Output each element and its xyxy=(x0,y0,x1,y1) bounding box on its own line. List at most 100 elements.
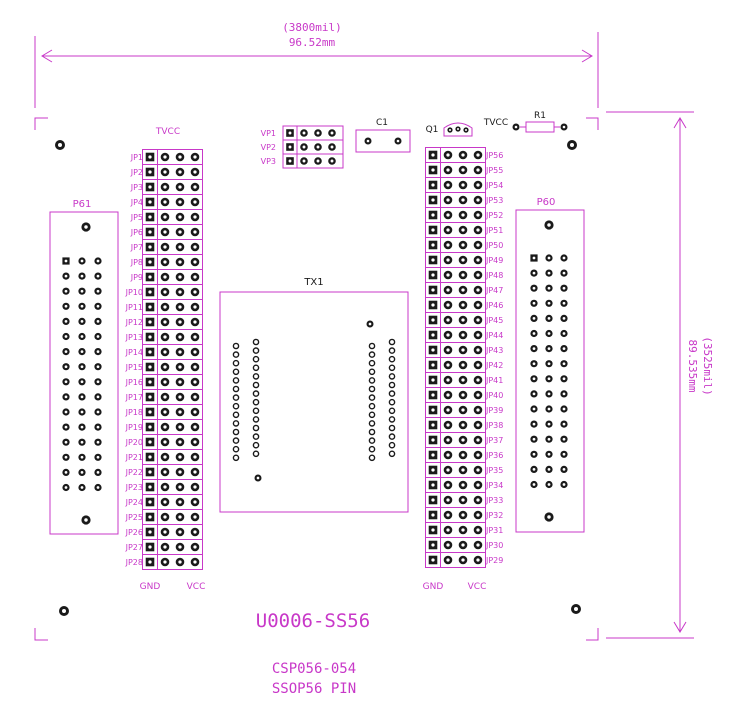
round-pad xyxy=(545,360,553,368)
round-pad xyxy=(473,480,483,490)
round-pad xyxy=(544,512,554,522)
round-pad xyxy=(81,515,91,525)
round-pad xyxy=(458,255,468,265)
jumper-label: VP1 xyxy=(261,129,276,138)
jumper-label: JP43 xyxy=(485,346,503,355)
round-pad xyxy=(94,272,102,280)
ssop-pad xyxy=(388,424,396,432)
round-pad xyxy=(473,255,483,265)
jumper-label: JP42 xyxy=(485,361,503,370)
round-pad xyxy=(530,345,538,353)
ssop-pad xyxy=(388,355,396,363)
round-pad xyxy=(530,420,538,428)
round-pad xyxy=(175,512,185,522)
ssop-pad xyxy=(232,411,240,419)
jumper-label: JP25 xyxy=(125,513,143,522)
right-jumper-header xyxy=(425,147,486,568)
round-pad xyxy=(190,557,200,567)
ssop-pad xyxy=(232,445,240,453)
round-pad xyxy=(190,467,200,477)
round-pad xyxy=(160,377,170,387)
ssop-pad xyxy=(388,347,396,354)
jumper-label: JP19 xyxy=(125,423,143,432)
jumper-label: JP52 xyxy=(485,211,503,220)
square-pad xyxy=(428,405,438,415)
round-pad xyxy=(473,330,483,340)
round-pad xyxy=(530,480,538,489)
round-pad xyxy=(560,390,568,398)
round-pad xyxy=(78,423,86,431)
r1-label: R1 xyxy=(534,111,546,121)
tvcc-left-label: TVCC xyxy=(155,127,180,137)
round-pad xyxy=(160,167,170,177)
square-pad xyxy=(145,377,155,387)
round-pad xyxy=(545,284,553,292)
footer-part-number: CSP056-054 xyxy=(272,661,356,677)
round-pad xyxy=(190,362,200,372)
round-pad xyxy=(443,150,453,160)
round-pad xyxy=(458,465,468,475)
round-pad xyxy=(560,420,568,428)
round-pad xyxy=(545,375,553,383)
round-pad xyxy=(62,408,70,416)
jumper-label: JP46 xyxy=(485,301,503,310)
round-pad xyxy=(62,453,70,461)
round-pad xyxy=(366,320,374,328)
round-pad xyxy=(530,405,538,413)
ssop-pad xyxy=(368,394,376,401)
square-pad xyxy=(428,360,438,370)
square-pad xyxy=(428,165,438,175)
ssop-pad xyxy=(368,402,376,410)
round-pad xyxy=(443,195,453,205)
round-pad xyxy=(443,315,453,325)
ssop-pad xyxy=(232,394,240,401)
round-pad xyxy=(560,314,568,322)
round-pad xyxy=(190,512,200,522)
round-pad xyxy=(473,525,483,535)
round-pad xyxy=(473,420,483,430)
round-pad xyxy=(175,542,185,552)
round-pad xyxy=(175,242,185,252)
round-pad xyxy=(175,527,185,537)
round-pad xyxy=(473,210,483,220)
round-pad xyxy=(62,483,70,492)
p61-connector xyxy=(49,211,119,535)
round-pad xyxy=(190,302,200,312)
round-pad xyxy=(254,474,262,482)
round-pad xyxy=(62,438,70,446)
ssop-pad xyxy=(368,437,376,444)
width-mm-label: 96.52mm xyxy=(289,36,336,49)
round-pad xyxy=(473,285,483,295)
round-pad xyxy=(560,435,568,443)
width-mil-label: (3800mil) xyxy=(282,21,342,34)
round-pad xyxy=(458,195,468,205)
ssop-pad xyxy=(252,390,260,397)
ssop-pad xyxy=(232,368,240,376)
round-pad xyxy=(443,180,453,190)
round-pad xyxy=(473,555,483,565)
round-pad xyxy=(530,284,538,292)
round-pad xyxy=(443,240,453,250)
round-pad xyxy=(560,269,568,277)
round-pad xyxy=(94,393,102,401)
mounting-hole xyxy=(567,140,577,150)
jumper-label: JP22 xyxy=(125,468,143,477)
jumper-label: JP3 xyxy=(130,183,143,192)
round-pad xyxy=(190,437,200,447)
ssop-pad xyxy=(252,433,260,440)
jumper-label: JP23 xyxy=(125,483,143,492)
round-pad xyxy=(175,347,185,357)
round-pad xyxy=(530,329,538,338)
square-pad xyxy=(145,362,155,372)
round-pad xyxy=(94,302,102,310)
jumper-label: JP17 xyxy=(125,393,143,402)
round-pad xyxy=(328,129,336,137)
footer-package: SSOP56 PIN xyxy=(272,681,356,697)
square-pad xyxy=(145,452,155,462)
square-pad xyxy=(428,555,438,565)
jumper-label: JP41 xyxy=(485,376,503,385)
round-pad xyxy=(443,480,453,490)
jumper-label: JP39 xyxy=(485,406,503,415)
ssop-pad xyxy=(388,450,396,458)
